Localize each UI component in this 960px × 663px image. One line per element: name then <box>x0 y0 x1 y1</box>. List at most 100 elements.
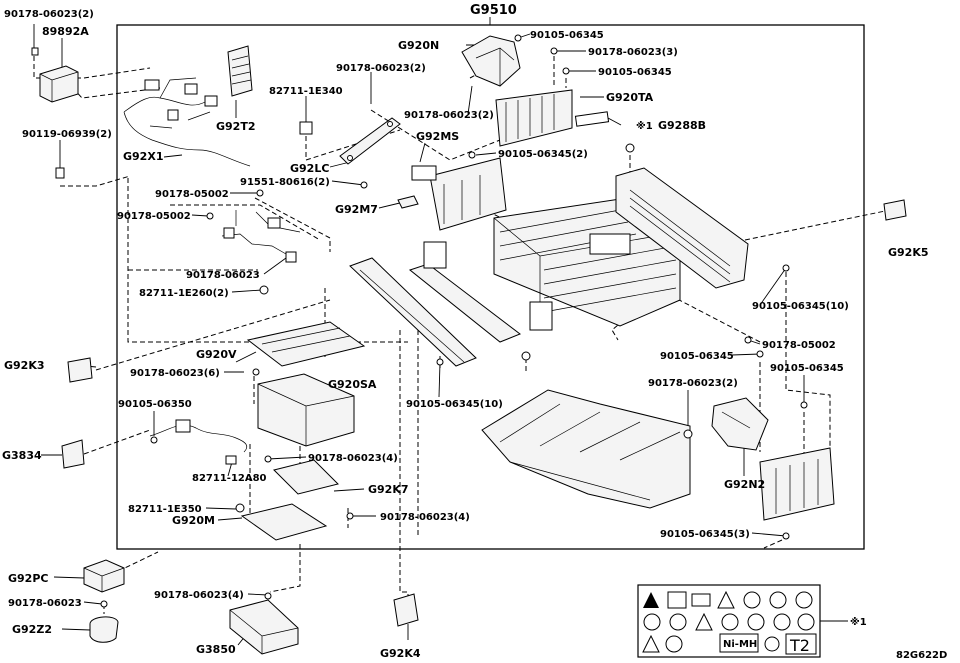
part-G92PC <box>83 559 125 593</box>
prohibited-icon-1 <box>643 613 661 631</box>
recycle-icon <box>764 636 780 652</box>
label-90178-06023-2-tl: 90178-06023(2) <box>4 9 94 20</box>
label-90105-06345-c: 90105-06345 <box>660 351 734 362</box>
label-90105-06345-3: 90105-06345(3) <box>660 529 750 540</box>
no-fire-icon <box>743 591 761 609</box>
label-90178-06023-2-c: 90178-06023(2) <box>648 378 738 389</box>
caution-icon-2 <box>642 634 660 653</box>
clip-82711-1E340 <box>299 121 313 135</box>
label-91551-80616: 91551-80616(2) <box>240 177 330 188</box>
label-G9288B: G9288B <box>658 119 706 132</box>
label-G92K7: G92K7 <box>368 483 409 496</box>
dashed-guides <box>33 42 891 614</box>
label-90105-06345-a: 90105-06345 <box>530 30 604 41</box>
bracket-G92MS <box>411 157 507 231</box>
label-G9288B <box>574 111 610 127</box>
prohibited-icon-5 <box>773 613 791 631</box>
label-90105-06345-b: 90105-06345 <box>598 67 672 78</box>
battery-module-stack <box>493 195 681 327</box>
label-G92PC: G92PC <box>8 572 48 585</box>
label-G92K3: G92K3 <box>4 359 45 372</box>
bracket-G3834 <box>61 439 85 469</box>
duct-G920TA <box>495 89 573 147</box>
lower-tray <box>481 389 691 509</box>
part-G92M7 <box>397 195 419 209</box>
part-labels: G9510 90178-06023(2) 89892A 90119-06939(… <box>2 3 947 661</box>
no-disassembly-icon <box>769 591 787 609</box>
brackets-G92K7-G920M <box>235 459 339 541</box>
label-90119-06939: 90119-06939(2) <box>22 129 112 140</box>
label-G920M: G920M <box>172 514 215 527</box>
label-90178-06023-d: 90178-06023 <box>8 598 82 609</box>
warning-icons: Ni-MH T2 <box>642 590 817 655</box>
bracket-assembly-right <box>759 447 835 521</box>
label-90178-05002-c: 90178-05002 <box>762 340 836 351</box>
label-82711-1E340: 82711-1E340 <box>269 86 343 97</box>
label-90105-06345-2: 90105-06345(2) <box>498 149 588 160</box>
label-G92X1: G92X1 <box>123 150 163 163</box>
sub-harness <box>206 189 301 295</box>
label-82711-1E260: 82711-1E260(2) <box>139 288 229 299</box>
label-G920TA: G920TA <box>606 91 654 104</box>
label-G3850: G3850 <box>196 643 236 656</box>
note-mark-bottom: ※1 <box>850 616 867 628</box>
chem-box <box>719 633 759 653</box>
label-G92M7: G92M7 <box>335 203 378 216</box>
label-G920SA: G920SA <box>328 378 377 391</box>
label-89892A: 89892A <box>42 25 89 38</box>
assembly-frame <box>116 24 865 550</box>
warning-triangle-icon <box>643 592 659 608</box>
label-90105-06350: 90105-06350 <box>118 399 192 410</box>
label-82711-1E350: 82711-1E350 <box>128 504 202 515</box>
figure-code: 82G622D <box>896 650 947 661</box>
label-90178-06023-6: 90178-06023(6) <box>130 368 220 379</box>
label-90105-06345-10-c: 90105-06345(10) <box>406 399 503 410</box>
prohibited-icon-7 <box>665 635 683 653</box>
label-90178-05002-b: 90178-05002 <box>117 211 191 222</box>
bracket-G92K4 <box>393 593 419 627</box>
label-90178-06023-4-b: 90178-06023(4) <box>380 512 470 523</box>
label-90178-06023-3: 90178-06023(3) <box>588 47 678 58</box>
label-G3834: G3834 <box>2 449 42 462</box>
label-90178-06023-c: 90178-06023 <box>186 270 260 281</box>
duct-G92N2 <box>711 397 769 451</box>
label-90178-06023-4-c: 90178-06023(4) <box>154 590 244 601</box>
shock-warning-icon <box>717 590 735 609</box>
bracket-G92K3 <box>67 357 93 383</box>
prohibited-icon-3 <box>721 613 739 631</box>
prohibited-icon-6 <box>797 613 815 631</box>
caution-icon <box>695 612 713 631</box>
duct-G920N <box>461 35 521 87</box>
note-mark-top: ※1 <box>636 120 653 132</box>
label-G920V: G920V <box>196 348 237 361</box>
label-90178-06023-4-a: 90178-06023(4) <box>308 453 398 464</box>
fasteners <box>252 34 808 540</box>
label-G920N: G920N <box>398 39 439 52</box>
label-G92LC: G92LC <box>290 162 329 175</box>
bracket-G92K5 <box>883 199 907 221</box>
side-panel <box>615 167 749 289</box>
pictogram-icon <box>691 593 711 607</box>
warning-label: Ni-MH T2 <box>637 584 821 658</box>
part-G92Z2 <box>89 600 119 643</box>
label-90105-06345-10-r: 90105-06345(10) <box>752 301 849 312</box>
label-90178-06023-2-a: 90178-06023(2) <box>336 63 426 74</box>
leader-lines <box>33 17 848 646</box>
label-90178-05002-a: 90178-05002 <box>155 189 229 200</box>
prohibited-icon-2 <box>669 613 687 631</box>
label-G92T2: G92T2 <box>216 120 256 133</box>
class-box <box>785 633 817 655</box>
part-G92T2 <box>227 45 253 97</box>
manual-icon <box>667 591 687 609</box>
sensor-harness <box>149 419 248 465</box>
rail-brackets <box>349 241 553 367</box>
class-text: T2 <box>789 636 810 655</box>
label-G92N2: G92N2 <box>724 478 765 491</box>
bracket-G92LC <box>339 117 401 165</box>
part-G3850 <box>229 592 299 655</box>
fire-warning-icon <box>795 591 813 609</box>
tray-G920V <box>246 321 366 367</box>
label-G92Z2: G92Z2 <box>12 623 52 636</box>
label-G92MS: G92MS <box>416 130 459 143</box>
